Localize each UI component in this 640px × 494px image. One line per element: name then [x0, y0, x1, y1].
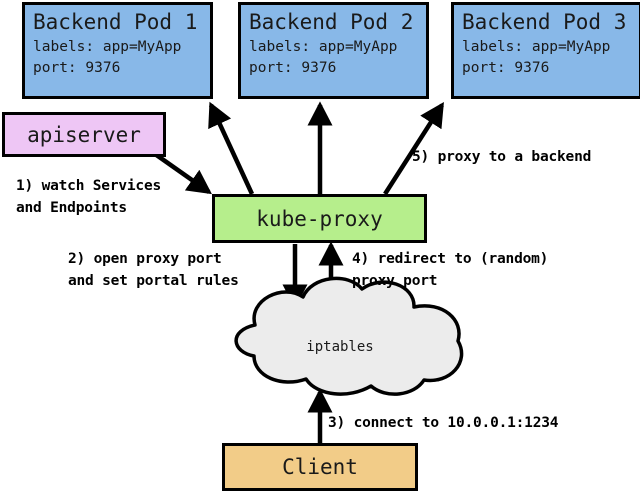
step-1-line-2: and Endpoints	[16, 200, 127, 216]
backend-pod-1-title: Backend Pod 1	[33, 10, 198, 34]
client-node[interactable]: Client	[222, 443, 418, 491]
backend-pod-1-port: port: 9376	[33, 60, 121, 76]
arrow-kubeproxy-to-pod-3	[383, 101, 444, 196]
arrow-apiserver-to-kubeproxy	[153, 152, 212, 195]
backend-pod-2-port: port: 9376	[249, 60, 337, 76]
backend-pod-2[interactable]: Backend Pod 2 labels: app=MyApp port: 93…	[238, 2, 429, 99]
apiserver-label: apiserver	[27, 122, 141, 147]
step-3-line-1: 3) connect to 10.0.0.1:1234	[328, 415, 559, 431]
apiserver-node[interactable]: apiserver	[2, 112, 166, 157]
backend-pod-2-title: Backend Pod 2	[249, 10, 414, 34]
backend-pod-3-port: port: 9376	[462, 60, 550, 76]
backend-pod-1[interactable]: Backend Pod 1 labels: app=MyApp port: 93…	[22, 2, 213, 99]
backend-pod-3[interactable]: Backend Pod 3 labels: app=MyApp port: 93…	[451, 2, 640, 99]
backend-pod-3-labels: labels: app=MyApp	[462, 39, 611, 55]
step-4-line-2: proxy port	[352, 273, 438, 289]
iptables-cloud-shape	[234, 276, 464, 396]
backend-pod-2-labels: labels: app=MyApp	[249, 39, 398, 55]
step-5-line-1: 5) proxy to a backend	[412, 149, 592, 165]
backend-pod-1-labels: labels: app=MyApp	[33, 39, 182, 55]
kube-proxy-label: kube-proxy	[256, 206, 383, 231]
client-label: Client	[282, 455, 358, 479]
step-4-line-1: 4) redirect to (random)	[352, 251, 549, 267]
arrow-kubeproxy-to-pod-1	[208, 101, 255, 195]
iptables-label: iptables	[306, 339, 374, 355]
kube-proxy-node[interactable]: kube-proxy	[212, 194, 427, 243]
step-1-line-1: 1) watch Services	[16, 178, 162, 194]
step-2-line-1: 2) open proxy port	[68, 251, 222, 267]
backend-pod-3-title: Backend Pod 3	[462, 10, 627, 34]
step-2-line-2: and set portal rules	[68, 273, 239, 289]
